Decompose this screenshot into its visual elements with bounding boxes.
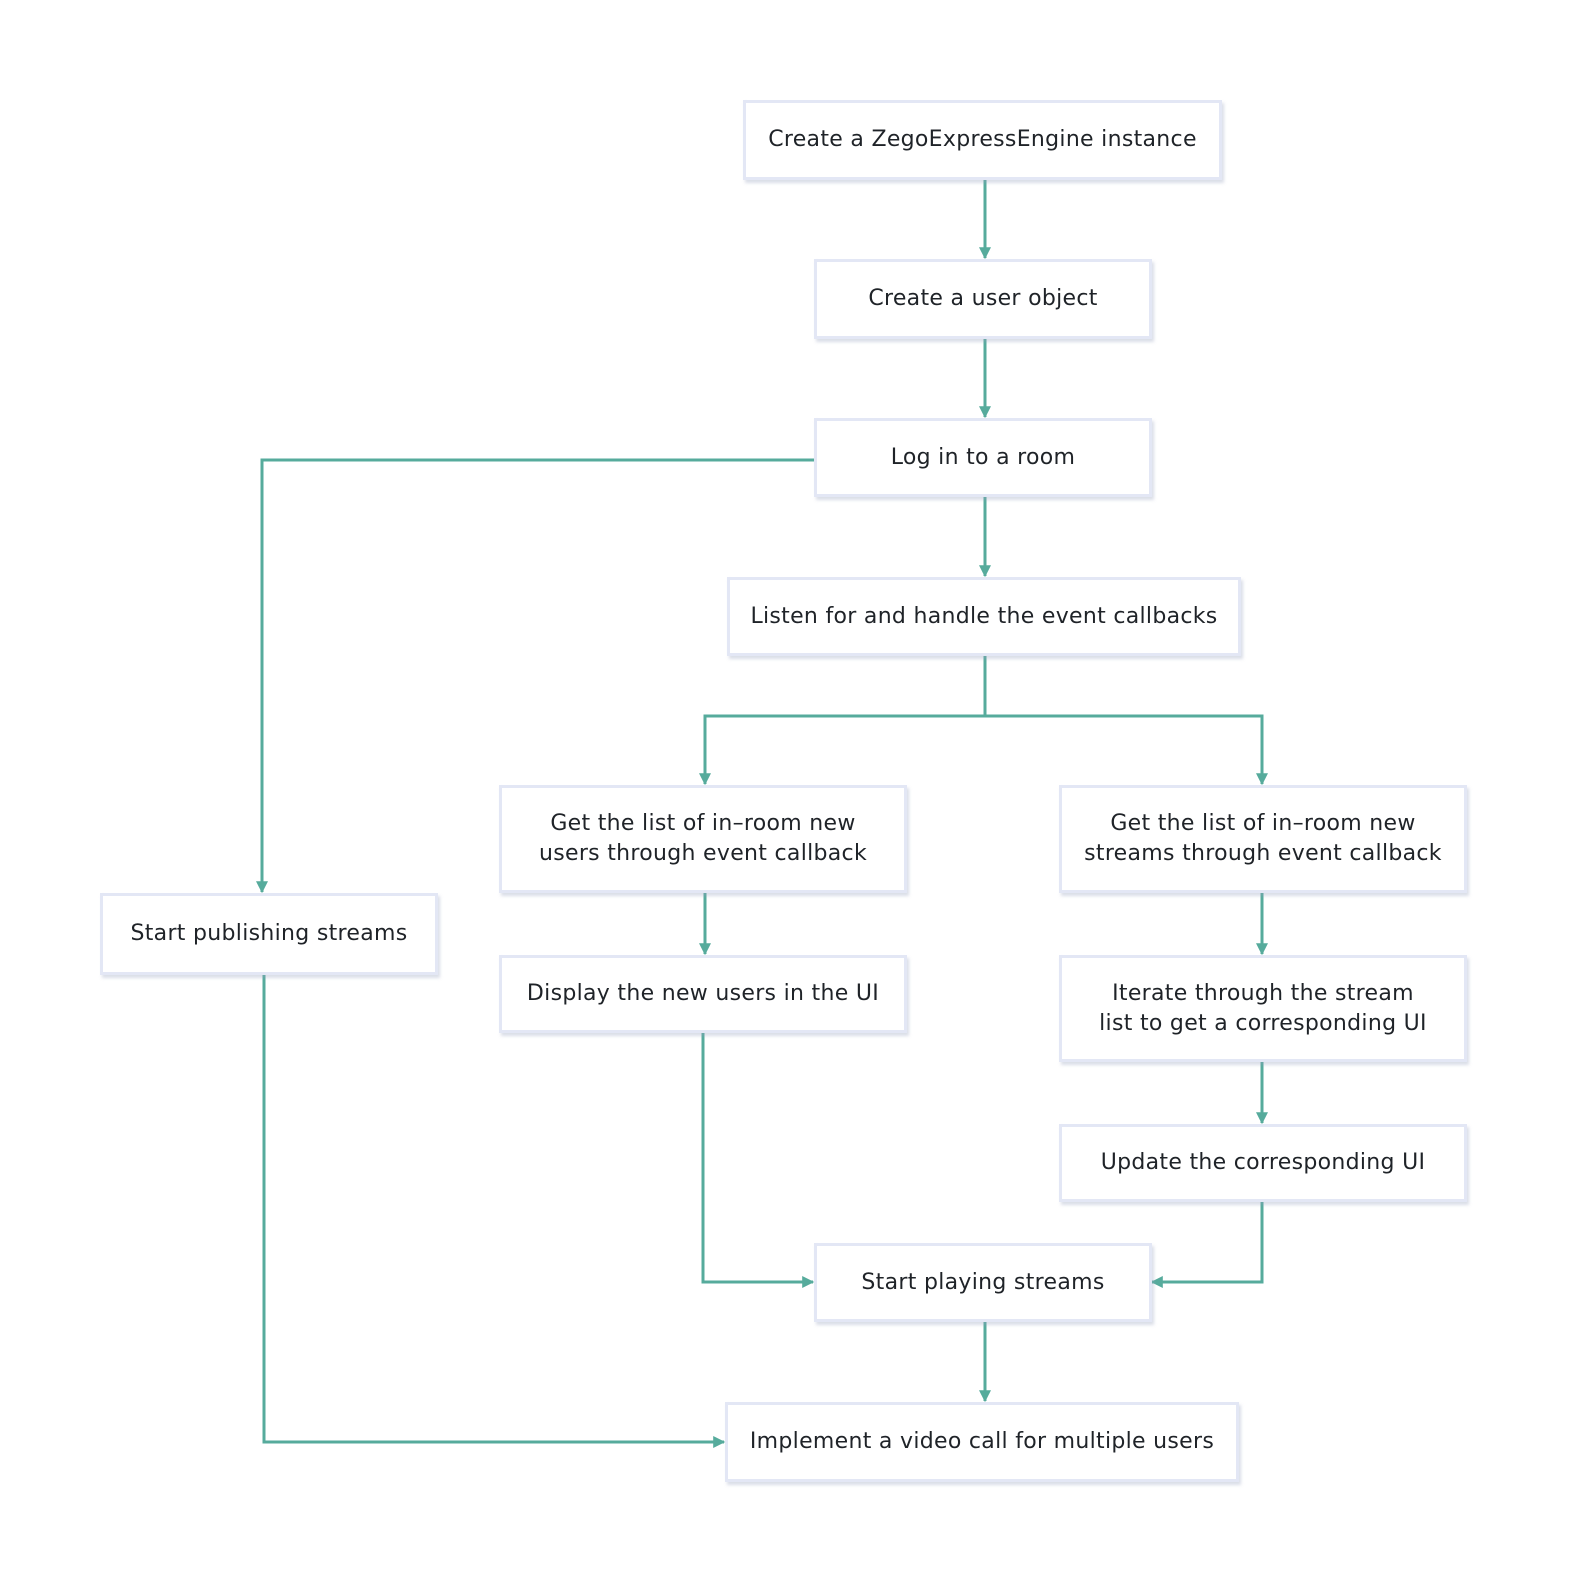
node-listen-callbacks: Listen for and handle the event callback… bbox=[727, 577, 1241, 656]
node-start-playing: Start playing streams bbox=[814, 1243, 1152, 1322]
connector-display-to-playing bbox=[701, 1033, 815, 1288]
node-get-new-users: Get the list of in–room new users throug… bbox=[499, 785, 907, 893]
node-get-new-users-line1: Get the list of in–room new bbox=[550, 811, 856, 836]
node-iterate-streams-line1: Iterate through the stream bbox=[1112, 980, 1414, 1006]
node-get-new-streams-line2: streams through event callback bbox=[1084, 841, 1442, 866]
node-create-user-label: Create a user object bbox=[868, 286, 1098, 311]
connector-split-to-new-users bbox=[699, 714, 985, 786]
node-create-user: Create a user object bbox=[814, 259, 1152, 339]
connector-login-to-publishing bbox=[256, 458, 815, 894]
node-iterate-streams-line2: list to get a corresponding UI bbox=[1099, 1010, 1427, 1036]
node-start-playing-label: Start playing streams bbox=[861, 1269, 1105, 1295]
node-implement-call-label: Implement a video call for multiple user… bbox=[749, 1429, 1215, 1454]
node-update-ui-label: Update the corresponding UI bbox=[1100, 1150, 1426, 1175]
node-display-new-users: Display the new users in the UI bbox=[499, 955, 907, 1033]
node-update-ui: Update the corresponding UI bbox=[1059, 1124, 1467, 1202]
node-implement-call: Implement a video call for multiple user… bbox=[725, 1402, 1239, 1482]
node-iterate-streams: Iterate through the stream list to get a… bbox=[1059, 955, 1467, 1062]
node-login-room-label: Log in to a room bbox=[890, 444, 1076, 470]
node-create-engine: Create a ZegoExpressEngine instance bbox=[743, 100, 1222, 180]
node-create-engine-label: Create a ZegoExpressEngine instance bbox=[768, 127, 1197, 152]
node-get-new-users-line2: users through event callback bbox=[538, 841, 867, 866]
connector-split-to-new-streams bbox=[985, 714, 1268, 786]
node-listen-callbacks-label: Listen for and handle the event callback… bbox=[750, 603, 1218, 629]
node-login-room: Log in to a room bbox=[814, 418, 1152, 497]
node-get-new-streams-line1: Get the list of in–room new bbox=[1110, 811, 1416, 836]
node-start-publishing: Start publishing streams bbox=[100, 893, 438, 975]
node-display-new-users-label: Display the new users in the UI bbox=[526, 981, 880, 1006]
connector-update-to-playing bbox=[1150, 1202, 1264, 1288]
node-get-new-streams: Get the list of in–room new streams thro… bbox=[1059, 785, 1467, 893]
node-start-publishing-label: Start publishing streams bbox=[130, 921, 408, 946]
connector-publishing-to-implement bbox=[262, 975, 726, 1448]
